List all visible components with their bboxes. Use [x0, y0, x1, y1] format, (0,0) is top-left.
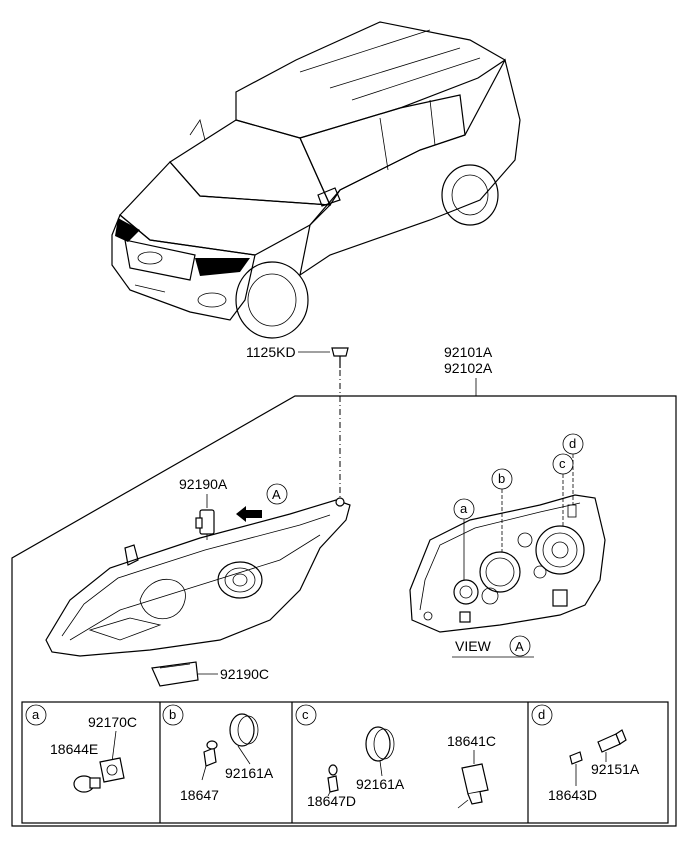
view-label: VIEW: [455, 638, 492, 654]
actuator-part: [195, 494, 262, 540]
panel-c-part-hid: 18641C: [447, 733, 496, 749]
panel-b-letter: b: [169, 707, 176, 722]
panel-c-part-bulb: 18647D: [307, 793, 356, 809]
panel-a-drawing: [73, 730, 125, 793]
view-marker-a: a: [460, 501, 468, 516]
assembly-frame: [11, 395, 677, 827]
headlamp-assembly: [45, 497, 351, 657]
panel-b-part-cap: 92161A: [225, 765, 274, 781]
panel-a-part-socket: 92170C: [88, 714, 137, 730]
callout-ballast: 92190C: [220, 666, 269, 682]
panel-d-part-socket: 92151A: [591, 761, 640, 777]
panel-c-drawing: [327, 726, 489, 809]
panel-c-part-cap: 92161A: [356, 776, 405, 792]
callout-screw: 1125KD: [246, 344, 296, 360]
panel-a-letter: a: [32, 707, 40, 722]
view-marker-c: c: [559, 456, 566, 471]
panel-d-drawing: [569, 729, 627, 786]
vehicle-illustration: [111, 21, 521, 339]
ballast-part: [151, 661, 218, 687]
panel-c-letter: c: [302, 707, 309, 722]
panel-b-part-bulb: 18647: [180, 787, 219, 803]
bulb-panels: [21, 701, 669, 824]
screw-1125kd: [298, 347, 349, 500]
view-arrow-letter: A: [272, 487, 281, 502]
view-marker-d: d: [569, 436, 576, 451]
callout-headlamp-rh: 92102A: [444, 360, 493, 376]
view-marker-b: b: [498, 471, 505, 486]
callout-headlamp-lh: 92101A: [444, 344, 493, 360]
panel-d-letter: d: [538, 707, 545, 722]
panel-a-part-bulb: 18644E: [50, 741, 98, 757]
callout-actuator: 92190A: [179, 476, 228, 492]
headlamp-rear-view: [409, 454, 606, 633]
view-label-letter: A: [515, 639, 524, 654]
panel-d-part-bulb: 18643D: [548, 787, 597, 803]
panel-b-drawing: [201, 713, 259, 781]
